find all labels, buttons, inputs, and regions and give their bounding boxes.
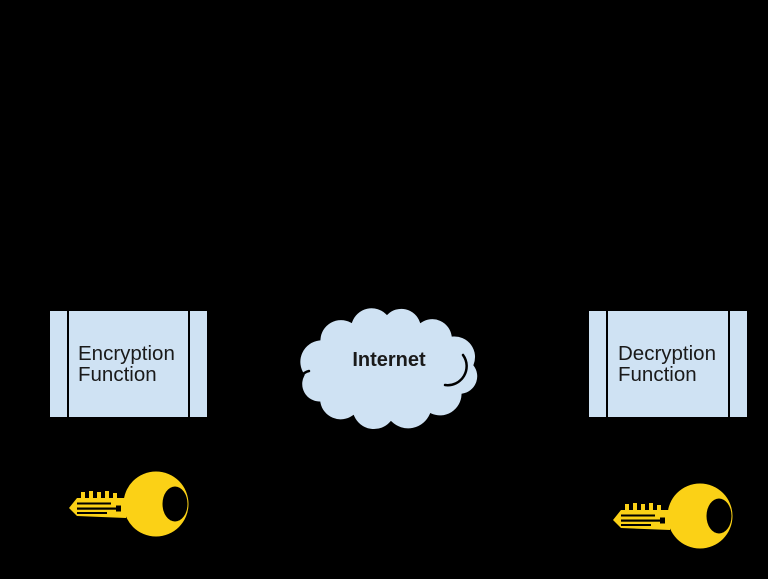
encryption-box-left-divider: [67, 311, 69, 417]
decryption-box-right-divider: [728, 311, 730, 417]
cloud-icon: [297, 305, 481, 431]
key-icon: [613, 483, 733, 549]
decryption-box-left-divider: [606, 311, 608, 417]
encryption-function-box: Encryption Function: [48, 309, 209, 419]
encryption-function-label: Encryption Function: [78, 341, 175, 386]
key-icon: [69, 471, 189, 537]
decryption-function-label: Decryption Function: [618, 341, 716, 386]
internet-cloud: Internet: [293, 299, 485, 431]
decryption-function-box: Decryption Function: [587, 309, 749, 419]
encryption-box-right-divider: [188, 311, 190, 417]
internet-label: Internet: [352, 348, 426, 371]
